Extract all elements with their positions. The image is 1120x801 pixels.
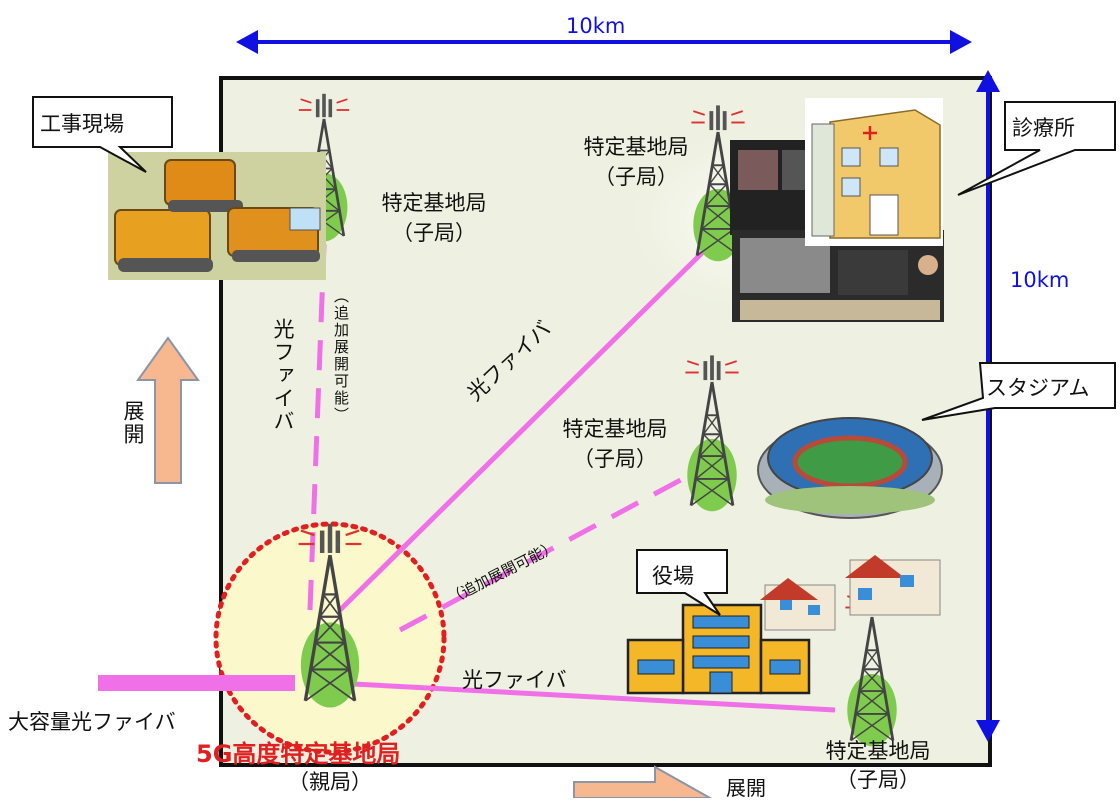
fiber-link-bottom-right xyxy=(334,680,836,713)
clinic-illustration-icon xyxy=(730,98,944,322)
child-station-sub: （子局） xyxy=(573,447,657,471)
child-station-name: 特定基地局 xyxy=(583,135,689,159)
child-station-name: 特定基地局 xyxy=(825,739,931,763)
additional-label-vertical: （追加展開可能） xyxy=(332,288,350,424)
child-station-sub: （子局） xyxy=(594,165,678,189)
fiber-label-vertical: 光ファイバ xyxy=(271,318,295,433)
fiber-link-middle xyxy=(398,472,692,633)
callout-clinic-text: 診療所 xyxy=(1012,116,1075,140)
stadium-icon xyxy=(757,417,943,519)
fiber-link-top-right xyxy=(338,248,707,612)
large-fiber-label: 大容量光ファイバ xyxy=(8,710,176,734)
callout-town-hall xyxy=(636,549,728,616)
callout-stadium-text: スタジアム xyxy=(986,376,1090,400)
expand-up-arrow xyxy=(136,336,200,484)
construction-machines-icon xyxy=(108,152,326,280)
child-station-bottom-right-label: 特定基地局 （子局） xyxy=(808,737,948,795)
horizontal-dimension-label: 10km xyxy=(566,14,626,38)
callout-construction-site xyxy=(32,96,173,173)
child-station-top-right-label: 特定基地局 （子局） xyxy=(566,132,706,192)
child-station-top-left-label: 特定基地局 （子局） xyxy=(364,188,504,248)
vertical-dimension-label: 10km xyxy=(1010,268,1070,292)
callout-clinic xyxy=(957,101,1116,196)
expand-right-label: 展開 xyxy=(726,776,766,800)
child-station-middle-label: 特定基地局 （子局） xyxy=(545,414,685,474)
callout-town-hall-text: 役場 xyxy=(652,564,694,588)
child-station-sub: （子局） xyxy=(392,221,476,245)
fiber-label-bottom: 光ファイバ xyxy=(462,668,567,692)
horizontal-dimension-arrow xyxy=(236,30,972,54)
town-hall-icon xyxy=(626,555,941,695)
parent-station-title: 5G高度特定基地局 xyxy=(196,740,401,768)
callout-construction-site-text: 工事現場 xyxy=(40,112,124,136)
child-station-name: 特定基地局 xyxy=(562,417,668,441)
parent-station-sub: （親局） xyxy=(288,770,372,794)
child-station-sub: （子局） xyxy=(836,768,920,792)
callout-stadium xyxy=(921,362,1116,421)
expand-up-label: 展開 xyxy=(121,400,145,446)
child-station-name: 特定基地局 xyxy=(381,191,487,215)
expand-right-arrow xyxy=(573,765,713,798)
